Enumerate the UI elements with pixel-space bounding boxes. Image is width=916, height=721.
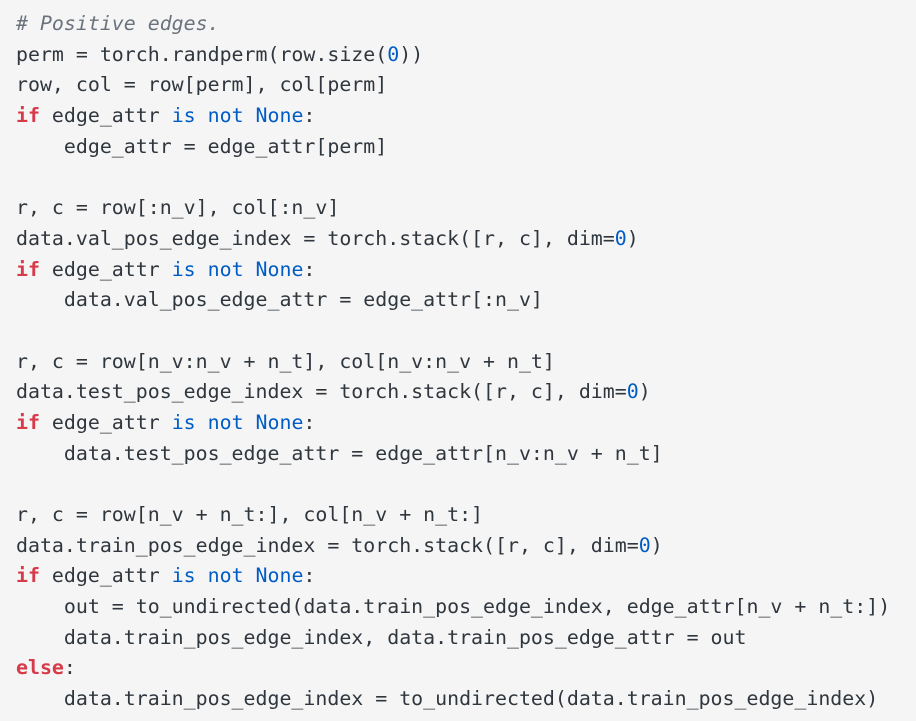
code-constant: is not None [171,564,304,588]
code-text: r, c = row[:n_v], col[:n_v] [16,196,340,220]
code-text: : [303,564,316,588]
code-constant: is not None [171,410,304,434]
code-line: # Positive edges. [16,9,916,40]
code-text: data.val_pos_edge_index = torch.stack([r… [16,226,615,250]
code-line: r, c = row[:n_v], col[:n_v] [16,193,916,224]
code-line [16,316,916,347]
code-text: data.train_pos_edge_index = to_undirecte… [16,687,879,711]
code-line [16,469,916,500]
code-text: : [63,656,76,680]
code-keyword: if [16,104,40,128]
code-line: data.train_pos_edge_index, data.train_po… [16,623,916,654]
code-line: perm = torch.randperm(row.size(0)) [16,40,916,71]
code-text: data.train_pos_edge_index = torch.stack(… [16,533,639,557]
code-keyword: else [16,656,64,680]
code-text: data.val_pos_edge_attr = edge_attr[:n_v] [16,288,543,312]
code-line: if edge_attr is not None: [16,408,916,439]
code-text: ) [638,380,651,404]
code-line: edge_attr = edge_attr[perm] [16,132,916,163]
code-constant: is not None [171,257,304,281]
code-keyword: if [16,564,40,588]
code-text: )) [399,42,424,66]
code-text: data.test_pos_edge_attr = edge_attr[n_v:… [16,441,663,465]
code-line: r, c = row[n_v:n_v + n_t], col[n_v:n_v +… [16,347,916,378]
code-number: 0 [387,42,400,66]
code-text: data.test_pos_edge_index = torch.stack([… [16,380,627,404]
code-line: out = to_undirected(data.train_pos_edge_… [16,592,916,623]
code-line: data.train_pos_edge_index = to_undirecte… [16,684,916,715]
code-text: edge_attr = edge_attr[perm] [16,134,388,158]
code-text: edge_attr [39,257,172,281]
code-number: 0 [626,380,639,404]
code-text: : [303,257,316,281]
code-text: r, c = row[n_v + n_t:], col[n_v + n_t:] [16,503,484,526]
code-text: data.train_pos_edge_index, data.train_po… [16,625,747,649]
code-text: : [303,104,316,128]
code-text: out = to_undirected(data.train_pos_edge_… [16,595,891,619]
code-text: r, c = row[n_v:n_v + n_t], col[n_v:n_v +… [16,349,555,373]
code-text: edge_attr [39,104,172,128]
code-text: perm = torch.randperm(row.size( [16,42,388,66]
code-line: data.val_pos_edge_index = torch.stack([r… [16,224,916,255]
code-line: else: [16,653,916,684]
code-text: ) [650,533,663,557]
code-constant: is not None [171,104,304,128]
code-line [16,162,916,193]
code-line: data.val_pos_edge_attr = edge_attr[:n_v] [16,285,916,316]
code-line: if edge_attr is not None: [16,255,916,286]
code-line: row, col = row[perm], col[perm] [16,70,916,101]
code-text: edge_attr [39,564,172,588]
code-text: ) [626,226,639,250]
code-text: row, col = row[perm], col[perm] [16,73,388,97]
code-number: 0 [638,533,651,557]
code-line: r, c = row[n_v + n_t:], col[n_v + n_t:] [16,500,916,531]
code-text: edge_attr [39,410,172,434]
code-comment: # Positive edges. [16,12,220,35]
code-line: data.test_pos_edge_attr = edge_attr[n_v:… [16,439,916,470]
code-keyword: if [16,257,40,281]
code-keyword: if [16,410,40,434]
code-line: data.test_pos_edge_index = torch.stack([… [16,377,916,408]
code-number: 0 [614,226,627,250]
code-line: if edge_attr is not None: [16,101,916,132]
code-line: data.train_pos_edge_index = torch.stack(… [16,531,916,562]
code-text: : [303,410,316,434]
code-line: if edge_attr is not None: [16,561,916,592]
